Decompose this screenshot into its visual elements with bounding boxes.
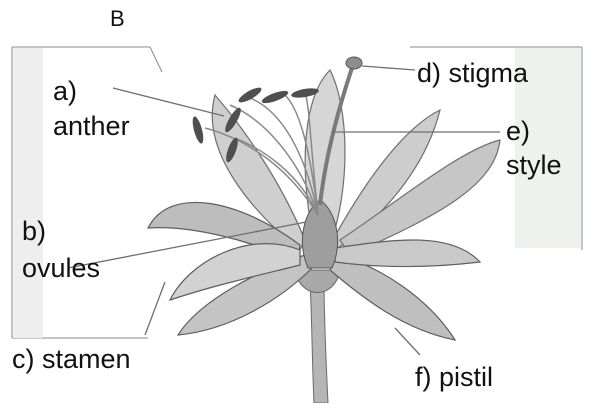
figure-letter: B bbox=[110, 6, 125, 32]
petal-lower-right bbox=[330, 255, 455, 340]
label-anther-letter: a) bbox=[53, 76, 77, 106]
label-ovules-letter: b) bbox=[22, 216, 46, 246]
stem bbox=[310, 280, 328, 403]
label-anther: anther bbox=[53, 111, 130, 141]
label-stamen: c) stamen bbox=[12, 344, 131, 374]
background-frame bbox=[12, 47, 582, 338]
label-stigma: d) stigma bbox=[417, 58, 528, 88]
label-style-letter: e) bbox=[506, 116, 530, 146]
pistil-leader bbox=[395, 328, 420, 355]
label-pistil: f) pistil bbox=[415, 362, 493, 392]
label-ovules: ovules bbox=[22, 253, 100, 283]
stamen-leader bbox=[145, 282, 165, 335]
stigma-leader bbox=[362, 66, 415, 70]
stigma-head bbox=[346, 57, 362, 69]
label-style: style bbox=[506, 150, 562, 180]
left-frame-shade bbox=[13, 48, 43, 338]
